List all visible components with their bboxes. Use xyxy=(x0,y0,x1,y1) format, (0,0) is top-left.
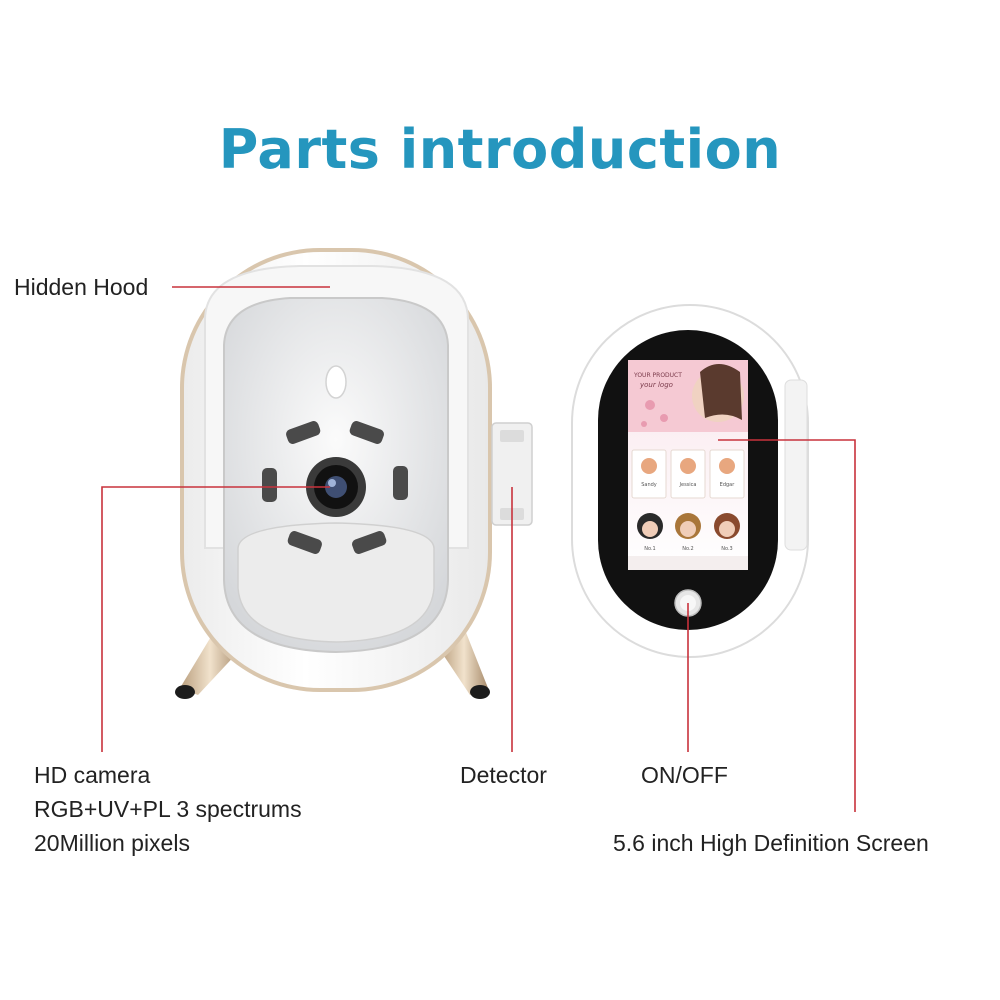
label-on-off: ON/OFF xyxy=(641,762,728,788)
label-camera-line-3: 20Million pixels xyxy=(34,830,190,856)
screen-banner-line-1: YOUR PRODUCT xyxy=(633,372,682,379)
label-hidden-hood: Hidden Hood xyxy=(14,274,149,300)
tablet-screen-text: YOUR PRODUCT your logo Sandy Jessica Edg… xyxy=(633,372,735,552)
screen-tile-2: No.2 xyxy=(682,546,693,552)
screen-profile-3: Edgar xyxy=(720,482,736,488)
tablet xyxy=(571,304,809,658)
screen-tile-3: No.3 xyxy=(721,546,732,552)
screen-banner-line-2: your logo xyxy=(639,381,673,389)
label-detector: Detector xyxy=(460,762,547,788)
label-camera-line-1: HD camera xyxy=(34,762,151,788)
hd-camera xyxy=(306,457,366,517)
screen-profile-1: Sandy xyxy=(641,482,657,488)
label-camera-line-2: RGB+UV+PL 3 spectrums xyxy=(34,796,302,822)
leader-lines xyxy=(101,286,856,812)
leader-line-camera xyxy=(101,486,330,752)
label-hd-camera: HD camera RGB+UV+PL 3 spectrums 20Millio… xyxy=(34,758,302,860)
label-screen: 5.6 inch High Definition Screen xyxy=(613,830,929,856)
leader-line-screen xyxy=(718,439,856,812)
screen-tile-1: No.1 xyxy=(644,546,655,552)
screen-profile-2: Jessica xyxy=(679,482,697,488)
page-title: Parts introduction xyxy=(218,118,782,181)
camera-lights xyxy=(262,421,408,554)
